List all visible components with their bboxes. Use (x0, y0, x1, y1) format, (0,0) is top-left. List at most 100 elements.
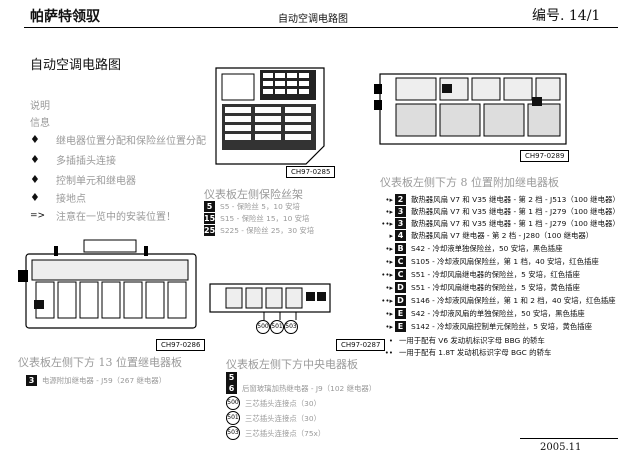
position-badge: 5 (204, 201, 215, 212)
relay-panel-row: ▸4 散热器风扇 V7 继电器 - 第 2 档 - J280（100 继电器） (380, 230, 593, 241)
variant-marker: ••▸ (381, 296, 393, 305)
connector-circle: 503 (284, 320, 298, 334)
relay-panel-8-diagram (374, 73, 567, 145)
header-divider (24, 27, 618, 28)
info-item: ♦ 继电器位置分配和保险丝位置分配 (30, 132, 206, 147)
diagram-reference-label: CH97-0289 (520, 150, 570, 162)
variant-marker: •▸ (385, 257, 393, 266)
footer-date: 2005.11 (540, 442, 582, 453)
info-item-text: 接地点 (56, 194, 86, 205)
central-panel-row-text: 后窗玻璃加热继电器 - J9（102 继电器） (242, 384, 377, 393)
variant-note: •一用于配有 V6 发动机标识字母 BBG 的轿车 (380, 335, 545, 346)
document-title: 自动空调电路图 (30, 58, 122, 73)
position-badge: B (395, 243, 406, 254)
position-badge: 4 (395, 230, 406, 241)
connector-row: 500 三芯插头连接点（30） (226, 396, 321, 410)
position-badge: C (395, 256, 406, 267)
position-badge: E (395, 308, 406, 319)
variant-marker: •• (384, 348, 393, 357)
fuse-box-row-text: S225 - 保险丝 25，30 安培 (220, 226, 315, 235)
relay-panel-row-text: 散热器风扇 V7 和 V35 继电器 - 第 1 档 - J279（100 继电… (411, 207, 620, 216)
fuse-box-row-text: S15 - 保险丝 15，10 安培 (220, 214, 310, 223)
fuse-box-row-text: S5 - 保险丝 5，10 安培 (220, 202, 300, 211)
variant-marker: •▸ (385, 195, 393, 204)
connector-row-text: 三芯插头连接点（30） (245, 398, 321, 408)
relay-panel-row: ••▸C S51 - 冷却风扇继电器的保险丝，5 安培，红色插座 (380, 269, 580, 280)
relay-panel-row-text: 散热器风扇 V7 和 V35 继电器 - 第 2 档 - J513（100 继电… (411, 195, 620, 204)
connector-circle: 503 (226, 426, 240, 440)
info-item: ♦ 接地点 (30, 190, 86, 205)
central-panel-diagram (209, 283, 331, 320)
bullet-symbol: ♦ (30, 173, 40, 186)
arrow-symbol: => (30, 210, 46, 221)
position-badge: 3 (395, 206, 406, 217)
position-badge: 2 (395, 194, 406, 205)
relay-panel-row: •▸2 散热器风扇 V7 和 V35 继电器 - 第 2 档 - J513（100… (380, 194, 620, 205)
relay-panel-row-text: S51 - 冷却风扇继电器的保险丝，5 安培，红色插座 (411, 270, 580, 279)
info-item: => 注意在一览中的安装位置！ (30, 208, 176, 224)
variant-note-text: 一用于配有 1.8T 发动机标识字母 BGC 的轿车 (399, 348, 552, 357)
info-item-text: 继电器位置分配和保险丝位置分配 (56, 136, 206, 147)
page-header: 帕萨特领驭 自动空调电路图 编号. 14/1 (0, 0, 638, 26)
central-panel-caption: 仪表板左侧下方中央电器板 (226, 358, 358, 371)
central-panel-row: 6 后窗玻璃加热继电器 - J9（102 继电器） (226, 383, 376, 394)
relay-panel-row-text: 散热器风扇 V7 继电器 - 第 2 档 - J280（100 继电器） (411, 231, 594, 240)
diagram-reference-label: CH97-0285 (286, 166, 336, 178)
header-page-number: 编号. 14/1 (532, 8, 601, 24)
connector-circle: 501 (226, 411, 240, 425)
variant-marker: • (388, 336, 393, 345)
relay-panel-13-caption: 仪表板左侧下方 13 位置继电器板 (18, 356, 182, 369)
info-item-text: 多插插头连接 (56, 156, 116, 167)
connector-circle: 501 (270, 320, 284, 334)
bullet-symbol: ♦ (30, 153, 40, 166)
diagram-reference-label: CH97-0286 (156, 339, 206, 351)
relay-panel-row-text: S142 - 冷却液风扇控制单元保险丝，5 安培，黄色插座 (411, 322, 593, 331)
connector-circle: 500 (256, 320, 270, 334)
relay-panel-row: •▸E S142 - 冷却液风扇控制单元保险丝，5 安培，黄色插座 (380, 321, 592, 332)
relay-panel-row: •▸C S105 - 冷却液风扇保险丝，第 1 档，40 安培，红色插座 (380, 256, 599, 267)
variant-marker: •▸ (385, 244, 393, 253)
variant-marker: ••▸ (381, 270, 393, 279)
relay-panel-row-text: S105 - 冷却液风扇保险丝，第 1 档，40 安培，红色插座 (411, 257, 599, 266)
position-badge: E (395, 321, 406, 332)
variant-marker: ▸ (389, 231, 393, 240)
info-heading: 信息 (30, 118, 50, 129)
relay-panel-row-text: S42 - 冷却液风扇的单独保险丝，50 安培，黑色插座 (411, 309, 585, 318)
relay-panel-row-text: 散热器风扇 V7 和 V35 继电器 - 第 1 档 - J279（100 继电… (411, 219, 620, 228)
position-badge: 5 (226, 372, 237, 383)
variant-note: •• 一用于配有 1.8T 发动机标识字母 BGC 的轿车 (380, 347, 552, 358)
position-badge: 3 (26, 375, 37, 386)
connector-circle: 500 (226, 396, 240, 410)
position-badge: D (395, 295, 406, 306)
central-panel-row: 5 (226, 372, 242, 383)
connector-row-text: 三芯插头连接点（30） (245, 413, 321, 423)
info-item: ♦ 控制单元和继电器 (30, 172, 136, 187)
connector-row: 501 三芯插头连接点（30） (226, 411, 321, 425)
relay-panel-row: ••▸3 散热器风扇 V7 和 V35 继电器 - 第 1 档 - J279（10… (380, 218, 620, 229)
fuse-box-caption: 仪表板左侧保险丝架 (204, 188, 303, 201)
footer-divider (520, 438, 618, 439)
position-badge: 6 (226, 383, 237, 394)
header-model-title: 帕萨特领驭 (30, 9, 100, 25)
info-item: ♦ 多插插头连接 (30, 152, 116, 167)
position-badge: C (395, 269, 406, 280)
position-badge: D (395, 282, 406, 293)
variant-marker: •▸ (385, 322, 393, 331)
position-badge: 25 (204, 225, 216, 236)
variant-marker: ••▸ (381, 219, 393, 228)
note-heading: 说明 (30, 101, 50, 112)
connector-row: 503 三芯插头连接点（75x） (226, 426, 325, 440)
fuse-holder-diagram (215, 67, 325, 165)
position-badge: 3 (395, 218, 406, 229)
relay-panel-8-caption: 仪表板左侧下方 8 位置附加继电器板 (380, 176, 559, 189)
relay-panel-row-text: S51 - 冷却风扇继电器的保险丝，5 安培，黄色插座 (411, 283, 580, 292)
variant-marker: •▸ (385, 309, 393, 318)
info-item-text: 注意在一览中的安装位置！ (56, 212, 176, 223)
fuse-box-row: 25 S225 - 保险丝 25，30 安培 (204, 225, 314, 236)
info-item-text: 控制单元和继电器 (56, 176, 136, 187)
diagram-reference-label: CH97-0287 (336, 339, 386, 351)
fuse-box-row: 5 S5 - 保险丝 5，10 安培 (204, 201, 300, 212)
